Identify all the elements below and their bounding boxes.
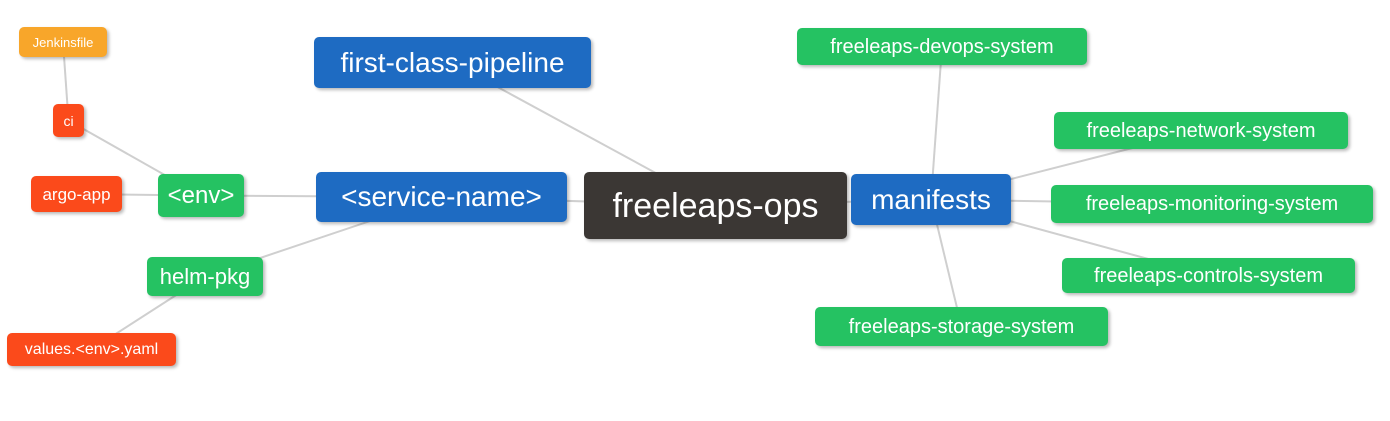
node-service-name[interactable]: <service-name> [316,172,567,222]
node-freeleaps-monitoring-system[interactable]: freeleaps-monitoring-system [1051,185,1373,223]
node-freeleaps-network-system[interactable]: freeleaps-network-system [1054,112,1348,149]
node-argo-app[interactable]: argo-app [31,176,122,212]
node-freeleaps-ops[interactable]: freeleaps-ops [584,172,847,239]
node-values-env-yaml[interactable]: values.<env>.yaml [7,333,176,366]
node-ci[interactable]: ci [53,104,84,137]
node-env[interactable]: <env> [158,174,244,217]
node-freeleaps-devops-system[interactable]: freeleaps-devops-system [797,28,1087,65]
node-freeleaps-controls-system[interactable]: freeleaps-controls-system [1062,258,1355,293]
node-manifests[interactable]: manifests [851,174,1011,225]
node-freeleaps-storage-system[interactable]: freeleaps-storage-system [815,307,1108,346]
node-jenkinsfile[interactable]: Jenkinsfile [19,27,107,57]
node-first-class-pipeline[interactable]: first-class-pipeline [314,37,591,88]
node-helm-pkg[interactable]: helm-pkg [147,257,263,296]
